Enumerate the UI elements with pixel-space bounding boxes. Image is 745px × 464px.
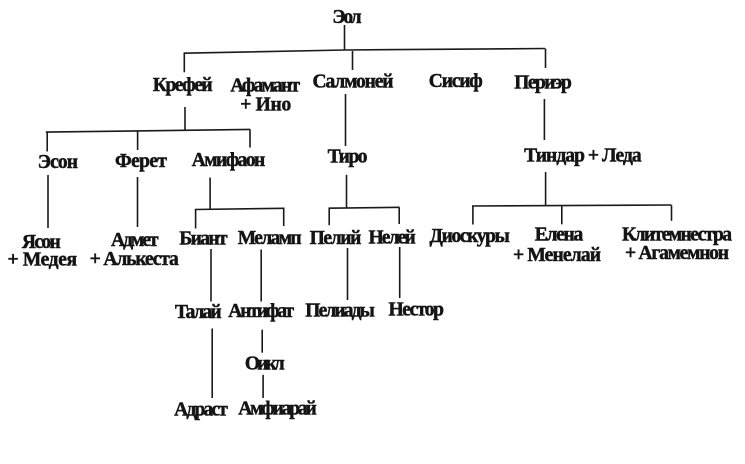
svg-text:Амфиарай: Амфиарай: [238, 399, 317, 420]
svg-text:+ Агамемнон: + Агамемнон: [625, 243, 729, 264]
svg-text:Тиро: Тиро: [328, 147, 368, 168]
svg-text:Оикл: Оикл: [245, 353, 285, 374]
svg-text:Амифаон: Амифаон: [192, 150, 266, 171]
svg-text:Эсон: Эсон: [38, 152, 78, 173]
svg-text:Антифат: Антифат: [228, 301, 294, 322]
svg-text:Клитемнестра: Клитемнестра: [622, 225, 732, 246]
svg-text:Нелей: Нелей: [369, 227, 416, 248]
svg-text:Ферет: Ферет: [115, 151, 167, 172]
svg-text:Нестор: Нестор: [388, 299, 444, 320]
svg-text:+ Алькеста: + Алькеста: [90, 249, 179, 270]
svg-text:Эол: Эол: [332, 7, 361, 28]
svg-text:+ Менелай: + Менелай: [513, 245, 601, 266]
svg-text:Пелиады: Пелиады: [305, 300, 375, 321]
svg-text:Сисиф: Сисиф: [429, 71, 483, 92]
svg-text:Салмоней: Салмоней: [313, 71, 394, 92]
svg-text:Меламп: Меламп: [238, 228, 302, 249]
svg-text:Талай: Талай: [175, 302, 222, 323]
svg-text:Биант: Биант: [179, 228, 228, 249]
svg-text:Пелий: Пелий: [310, 228, 362, 249]
svg-text:Диоскуры: Диоскуры: [430, 226, 510, 247]
svg-text:Тиндар + Леда: Тиндар + Леда: [524, 146, 642, 167]
svg-text:Афамант: Афамант: [230, 76, 300, 97]
svg-text:Адраст: Адраст: [174, 400, 228, 421]
svg-text:Периэр: Периэр: [514, 73, 572, 94]
svg-text:Елена: Елена: [535, 225, 584, 246]
svg-text:+ Медея: + Медея: [8, 250, 78, 271]
svg-text:Крефей: Крефей: [153, 75, 213, 96]
svg-text:+ Ино: + Ино: [240, 94, 291, 115]
svg-text:Адмет: Адмет: [111, 230, 159, 251]
svg-text:Ясон: Ясон: [22, 232, 61, 253]
